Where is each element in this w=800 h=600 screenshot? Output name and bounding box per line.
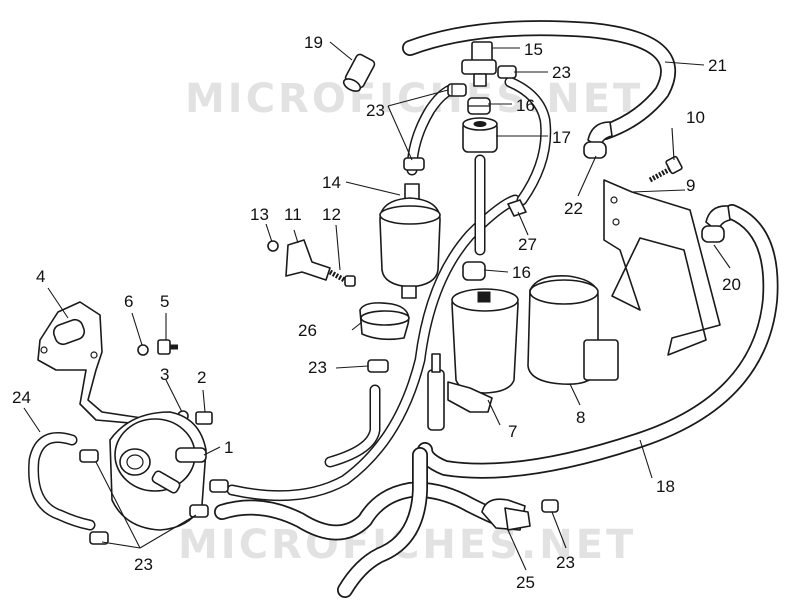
label-11: 11 (284, 205, 302, 224)
part-4-bracket (37, 301, 143, 425)
label-13: 13 (250, 205, 269, 224)
part-labels: 1 2 3 4 5 6 7 8 9 10 11 12 13 14 15 16 1… (12, 33, 741, 592)
hose-filter-outlet (324, 384, 381, 468)
part-23-clamp-d (367, 359, 389, 373)
hose-27 (474, 76, 552, 256)
part-6-washer (137, 344, 149, 356)
part-25-clamp (481, 498, 531, 531)
part-22-elbow (583, 121, 613, 159)
label-16-upper: 16 (516, 96, 535, 115)
label-23-d: 23 (556, 553, 575, 572)
hose-filter-inlet (406, 84, 456, 176)
hose-lower-loop (337, 447, 428, 598)
label-27: 27 (518, 235, 537, 254)
label-14: 14 (322, 173, 341, 192)
part-19-connector (342, 53, 376, 92)
part-23-clamp-f (79, 449, 229, 545)
part-8-pump-holder (527, 274, 619, 386)
label-25: 25 (516, 573, 535, 592)
label-19: 19 (304, 33, 323, 52)
part-13-washer (267, 240, 279, 252)
hose-21 (402, 20, 676, 140)
label-20: 20 (722, 275, 741, 294)
part-10-bolt (648, 155, 683, 183)
label-18: 18 (656, 477, 675, 496)
hose-25-main (214, 481, 506, 541)
label-6: 6 (124, 292, 133, 311)
label-8: 8 (576, 408, 585, 427)
label-3: 3 (160, 365, 169, 384)
label-16-lower: 16 (512, 263, 531, 282)
leader-lines (23, 41, 731, 571)
label-23-a: 23 (552, 63, 571, 82)
part-16-cap-upper (467, 97, 491, 115)
label-24: 24 (12, 388, 31, 407)
part-15-fitting (461, 41, 497, 87)
part-27-clip (507, 199, 527, 217)
part-23-clamp-a (447, 83, 467, 97)
label-17: 17 (552, 128, 571, 147)
part-12-screw (328, 269, 356, 287)
part-7-fuel-pump (427, 288, 519, 431)
label-1: 1 (224, 438, 233, 457)
label-21: 21 (708, 56, 727, 75)
part-14-fuel-filter (379, 183, 441, 299)
part-1-vacuum-pump (109, 411, 207, 531)
part-20-elbow (701, 205, 731, 243)
label-10: 10 (686, 108, 705, 127)
label-26: 26 (298, 321, 317, 340)
label-2: 2 (197, 368, 206, 387)
part-16-cap-lower (462, 261, 486, 281)
label-12: 12 (322, 205, 341, 224)
hose-pump-to-filter (226, 194, 521, 502)
part-11-clip (285, 239, 331, 281)
part-23-clamp-e (541, 499, 559, 513)
label-5: 5 (160, 292, 169, 311)
hose-24 (28, 432, 96, 531)
part-5-screw (157, 339, 178, 355)
part-23-clamp-b (497, 65, 517, 79)
hose-18 (417, 204, 779, 479)
part-9-bracket (603, 179, 721, 356)
part-23-clamp-c (403, 157, 425, 171)
label-22: 22 (564, 199, 583, 218)
label-23-c: 23 (308, 358, 327, 377)
label-23-e: 23 (134, 555, 153, 574)
part-17-damper (462, 117, 498, 153)
label-7: 7 (508, 422, 517, 441)
part-2-screw (195, 411, 213, 425)
label-4: 4 (36, 267, 45, 286)
label-9: 9 (686, 176, 695, 195)
label-15: 15 (524, 40, 543, 59)
label-23-b: 23 (366, 101, 385, 120)
part-26-strap (359, 302, 410, 341)
